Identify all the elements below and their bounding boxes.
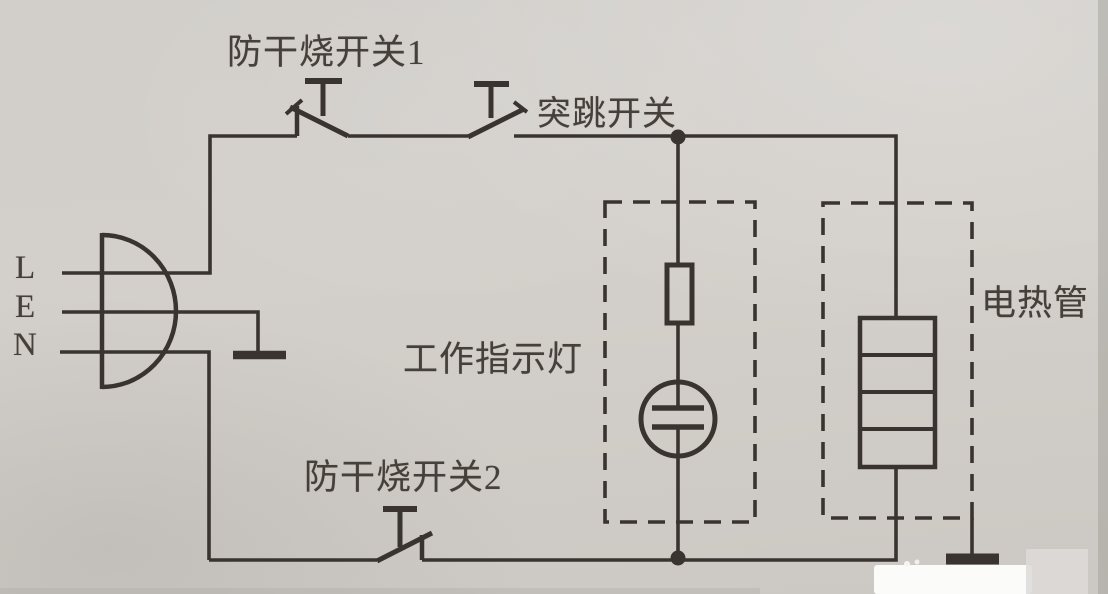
photo-edge-bottom — [0, 588, 760, 594]
earth-symbol-heater — [946, 518, 1007, 572]
label-terminal-e: E — [15, 289, 37, 325]
label-anti-dry-switch-1: 防干烧开关1 — [227, 33, 426, 72]
neutral-wire — [60, 350, 211, 560]
snap-switch-symbol — [466, 81, 529, 140]
label-terminal-l: L — [15, 250, 37, 286]
heating-tube-assembly — [821, 201, 974, 520]
bottom-right-wire — [422, 467, 898, 562]
watermark-patch-group — [874, 549, 1088, 594]
photo-speck-2 — [914, 559, 920, 565]
switch1-blade — [288, 104, 350, 139]
snap-switch-blade — [466, 106, 526, 140]
snap-switch-tick — [512, 100, 529, 114]
top-right-wire — [514, 134, 898, 318]
photo-edge-right — [1098, 0, 1108, 594]
watermark-patch-white — [874, 565, 1032, 594]
switch1-tick — [284, 98, 304, 116]
indicator-dashed-box — [603, 200, 757, 524]
photo-speck-1 — [904, 561, 910, 567]
earth-wire — [62, 310, 260, 351]
label-heating-tube: 电热管 — [981, 284, 1090, 323]
anti-dry-switch-1-symbol — [284, 78, 350, 139]
label-snap-switch: 突跳开关 — [537, 96, 677, 133]
heater-dashed-box — [821, 201, 974, 520]
label-terminal-n: N — [13, 327, 38, 363]
label-work-indicator: 工作指示灯 — [403, 340, 584, 379]
terminal-wires — [60, 134, 297, 560]
live-wire — [62, 134, 297, 275]
indicator-lamp-branch — [603, 137, 757, 559]
watermark-patch-gray — [1026, 549, 1088, 594]
label-anti-dry-switch-2: 防干烧开关2 — [304, 458, 503, 497]
resistor-symbol — [664, 262, 695, 326]
anti-dry-switch-2-symbol — [375, 506, 434, 564]
